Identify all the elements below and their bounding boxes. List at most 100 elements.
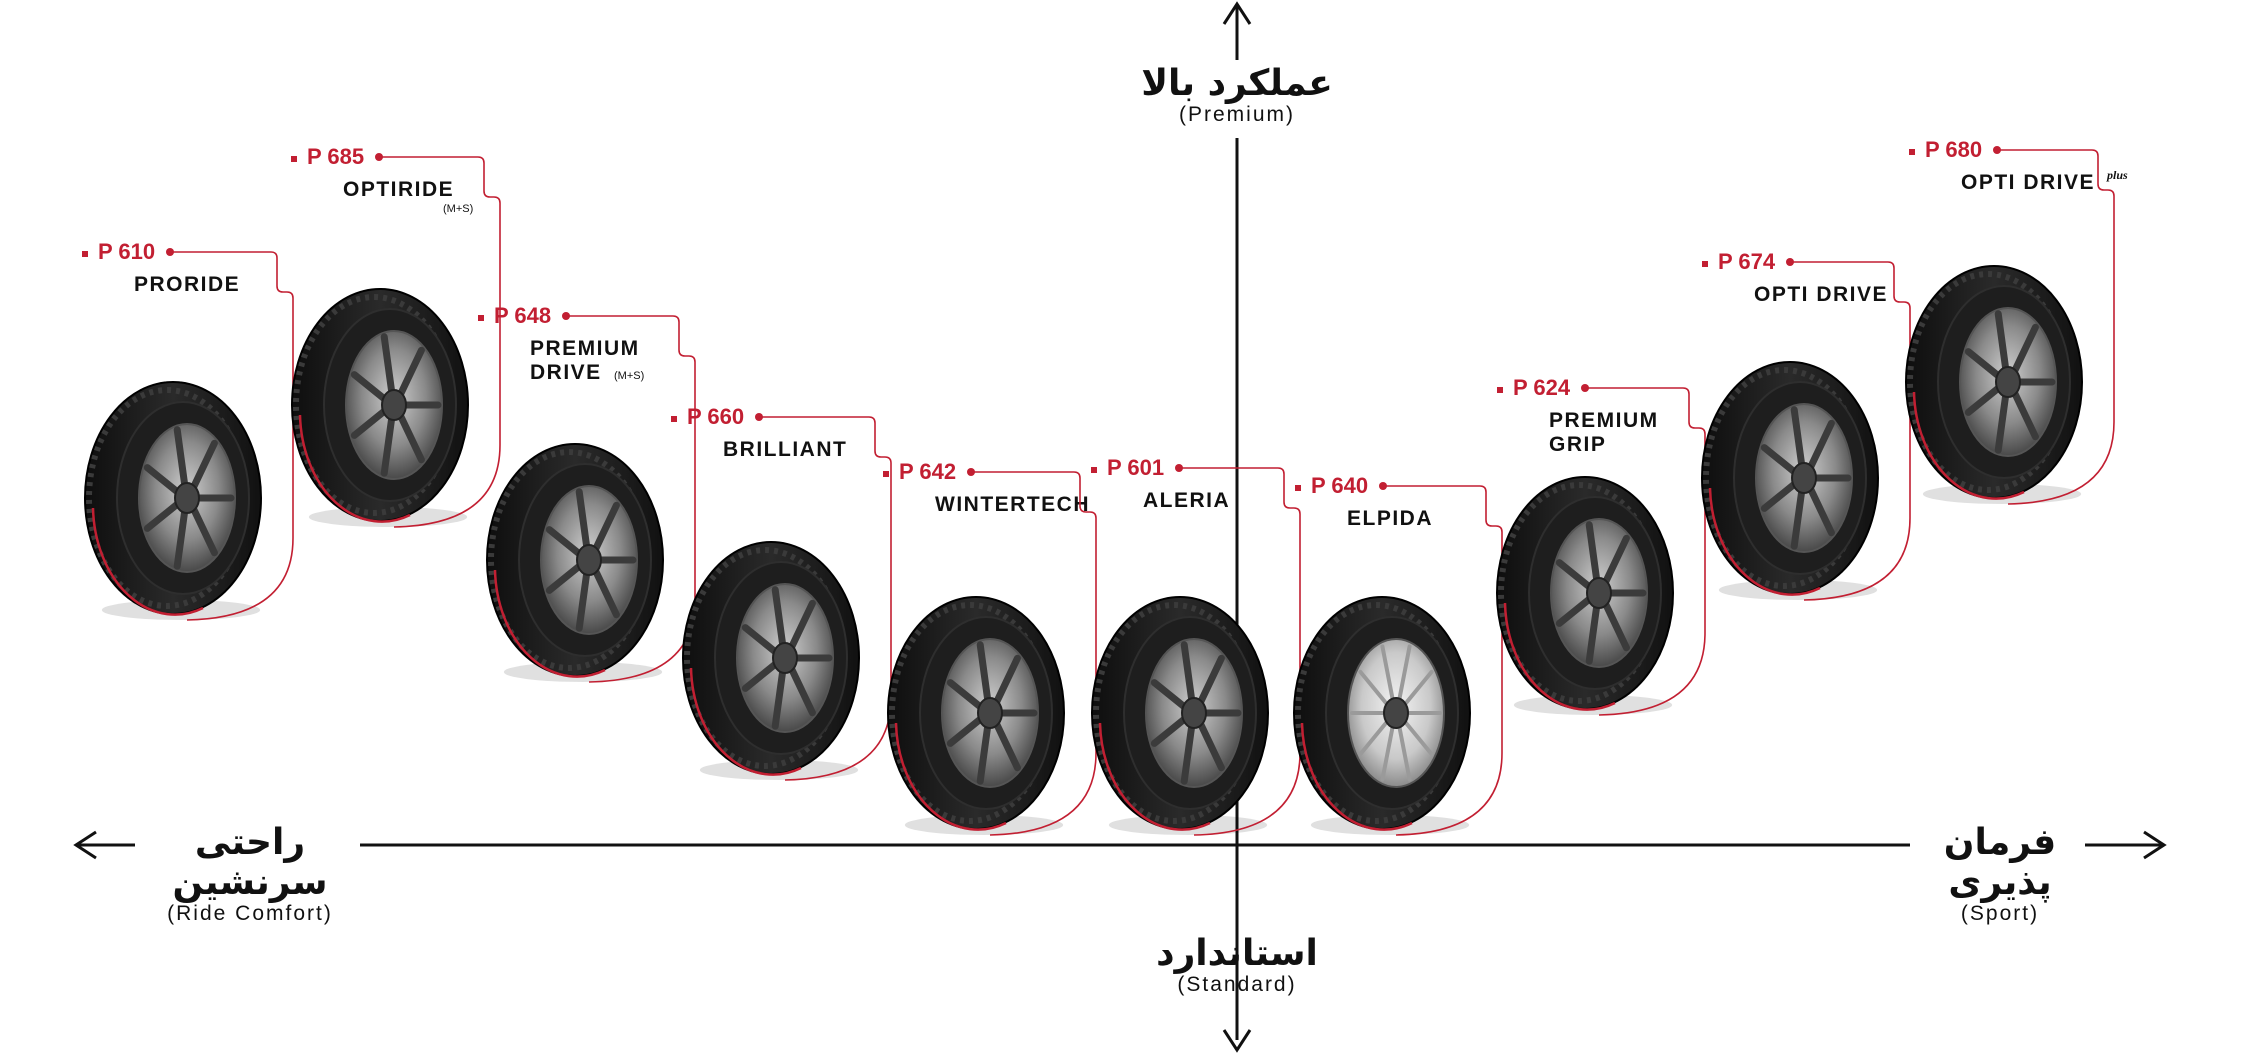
- wheel-hub-icon: [772, 642, 798, 674]
- tire-name: BRILLIANT: [723, 438, 847, 461]
- tire-red-stripe: [1300, 722, 1413, 831]
- axis-arrow-left-icon: [73, 830, 97, 860]
- axis-top-en: (Premium): [1179, 103, 1295, 126]
- rim-spoke: [1585, 602, 1601, 665]
- label-marker-icon: [1909, 149, 1915, 155]
- tire-name-line2: GRIP: [1549, 433, 1606, 456]
- rim-spoke: [1380, 644, 1395, 703]
- rim-spoke: [771, 667, 787, 730]
- wheel-hub-icon: [1383, 697, 1409, 729]
- axis-right-en: (Sport): [1960, 902, 2040, 925]
- rim-spoke: [1806, 419, 1835, 472]
- tire-red-stripe: [91, 507, 204, 616]
- rim-spoke: [1180, 722, 1196, 785]
- rim-spoke: [396, 346, 425, 399]
- tire-red-stripe: [894, 722, 1007, 831]
- axis-label-left: راحتی سرنشین (Ride Comfort): [140, 823, 360, 925]
- rim-spoke: [1994, 391, 2010, 454]
- rim-spoke: [741, 624, 780, 656]
- rim-spoke: [173, 426, 189, 489]
- tire-season-tag: (M+S): [614, 370, 644, 382]
- rim-spoke: [946, 715, 985, 747]
- axis-right-fa: فرمان پذیری: [1943, 822, 2057, 903]
- tire-red-stripe: [1912, 391, 2025, 500]
- rim-spoke: [1380, 723, 1395, 782]
- rim-spoke: [741, 660, 780, 692]
- connector-line: [971, 471, 1097, 836]
- axis-label-top: عملکرد بالا (Premium): [1137, 64, 1337, 126]
- tire-code: P 642: [899, 459, 956, 484]
- connector-line: [170, 251, 294, 621]
- rim-spoke: [1150, 715, 1189, 747]
- label-marker-icon: [82, 251, 88, 257]
- rim-spoke: [1150, 679, 1189, 711]
- label-marker-icon: [1702, 261, 1708, 267]
- rim-spoke: [350, 371, 389, 403]
- rim-spoke: [1358, 718, 1390, 757]
- tire-code: P 660: [687, 404, 744, 429]
- tire-name: PREMIUM: [530, 337, 640, 360]
- rim-spoke: [1196, 654, 1225, 707]
- connector-line: [379, 156, 501, 528]
- rim-spoke: [575, 569, 591, 632]
- rim-spoke: [380, 333, 396, 396]
- tire-code: P 601: [1107, 455, 1164, 480]
- rim-spoke: [545, 562, 584, 594]
- rim-spoke: [992, 654, 1021, 707]
- rim-spoke: [1790, 487, 1806, 550]
- rim-spoke: [545, 526, 584, 558]
- tire-code: P 624: [1513, 375, 1571, 400]
- label-marker-icon: [1091, 467, 1097, 473]
- tire-name: ALERIA: [1143, 489, 1230, 512]
- label-marker-icon: [883, 471, 889, 477]
- tire-name: OPTI DRIVE: [1961, 171, 2095, 194]
- tire-name: OPTIRIDE: [343, 178, 454, 201]
- tire-season-tag: (M+S): [443, 203, 473, 215]
- rim-spoke: [575, 488, 591, 551]
- rim-spoke: [1555, 559, 1594, 591]
- label-marker-icon: [1497, 387, 1503, 393]
- connector-line: [1179, 467, 1301, 836]
- rim-spoke: [1994, 310, 2010, 373]
- wheel-hub-icon: [977, 697, 1003, 729]
- tire-red-stripe: [1708, 487, 1821, 596]
- tire-name: PREMIUM: [1549, 409, 1659, 432]
- tire-code: P 674: [1718, 249, 1776, 274]
- rim-spoke: [591, 566, 620, 619]
- rim-spoke: [1180, 641, 1196, 704]
- wheel-hub-icon: [1586, 577, 1612, 609]
- wheel-hub-icon: [576, 544, 602, 576]
- connector-line: [1997, 149, 2115, 505]
- tire-name: ELPIDA: [1347, 507, 1433, 530]
- wheel-hub-icon: [1791, 462, 1817, 494]
- axis-arrow-right-icon: [2143, 830, 2167, 860]
- tire-name-line2: DRIVE: [530, 361, 602, 384]
- rim-spoke: [143, 464, 182, 496]
- rim-spoke: [1760, 480, 1799, 512]
- rim-spoke: [1402, 669, 1434, 708]
- tire-red-stripe: [689, 667, 802, 776]
- tire-red-stripe: [1098, 722, 1211, 831]
- tire-code: P 640: [1311, 473, 1368, 498]
- rim-spoke: [946, 679, 985, 711]
- label-marker-icon: [291, 156, 297, 162]
- axis-arrow-down-icon: [1222, 1029, 1252, 1053]
- wheel-hub-icon: [381, 389, 407, 421]
- tire-code: P 648: [494, 303, 551, 328]
- axis-label-bottom: استاندارد (Standard): [1137, 934, 1337, 996]
- rim-spoke: [771, 586, 787, 649]
- rim-spoke: [1585, 521, 1601, 584]
- axis-left-fa: راحتی سرنشین: [172, 822, 328, 903]
- rim-spoke: [976, 722, 992, 785]
- tire-code: P 610: [98, 239, 155, 264]
- tire-name: OPTI DRIVE: [1754, 283, 1888, 306]
